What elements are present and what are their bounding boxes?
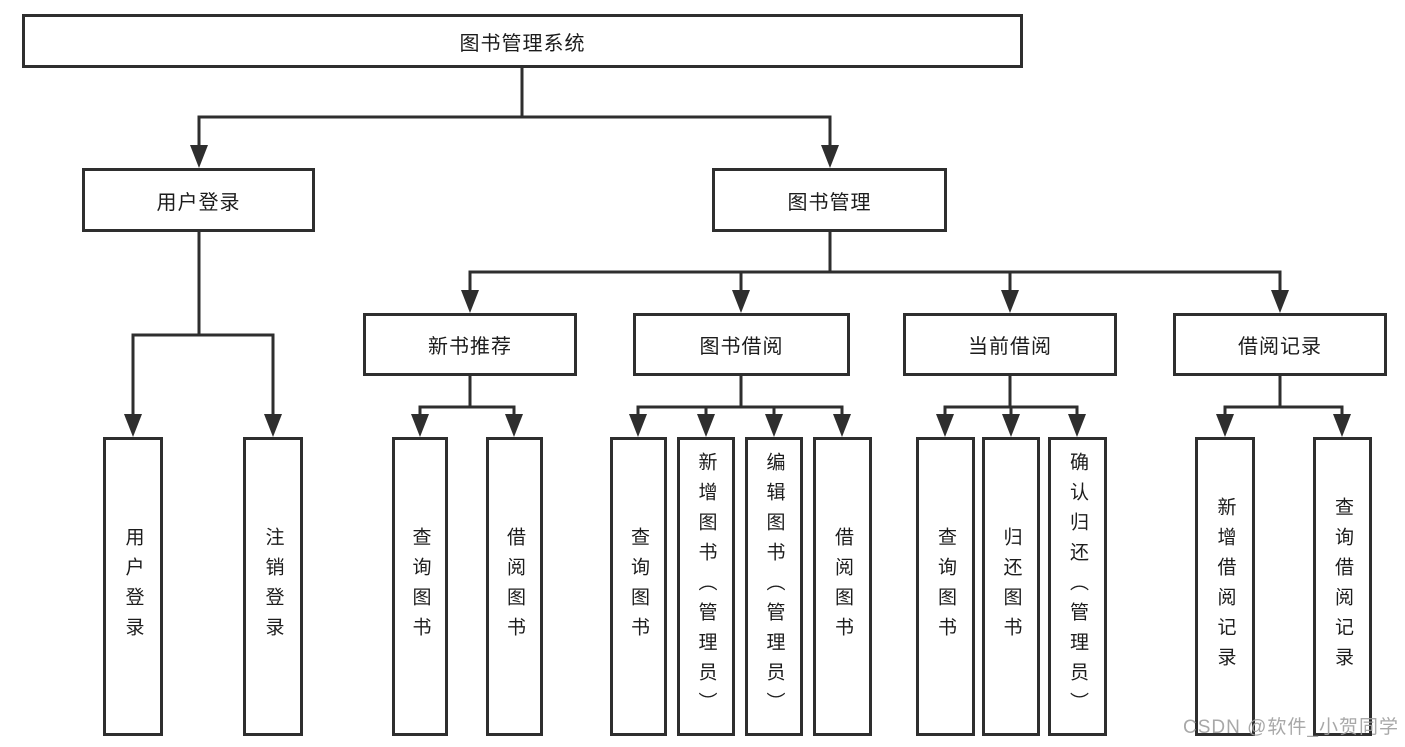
- leaf-query-books-recommend: 查询图书: [392, 437, 448, 736]
- node-current-borrowing: 当前借阅: [903, 313, 1117, 376]
- leaf-confirm-return-admin: 确认归还（管理员）: [1048, 437, 1107, 736]
- node-book-management: 图书管理: [712, 168, 947, 232]
- leaf-borrow-books-recommend: 借阅图书: [486, 437, 543, 736]
- leaf-logout: 注销登录: [243, 437, 303, 736]
- node-borrowing-records: 借阅记录: [1173, 313, 1387, 376]
- leaf-return-books: 归还图书: [982, 437, 1040, 736]
- leaf-add-books-admin: 新增图书（管理员）: [677, 437, 735, 736]
- node-user-login: 用户登录: [82, 168, 315, 232]
- watermark: CSDN @软件_小贺同学: [1183, 717, 1399, 738]
- node-book-borrowing: 图书借阅: [633, 313, 850, 376]
- leaf-query-books-current: 查询图书: [916, 437, 975, 736]
- leaf-edit-books-admin: 编辑图书（管理员）: [745, 437, 803, 736]
- leaf-user-login: 用户登录: [103, 437, 163, 736]
- leaf-add-borrow-record: 新增借阅记录: [1195, 437, 1255, 736]
- leaf-query-books-borrowing: 查询图书: [610, 437, 667, 736]
- node-new-book-recommend: 新书推荐: [363, 313, 577, 376]
- node-root: 图书管理系统: [22, 14, 1023, 68]
- leaf-borrow-books-borrowing: 借阅图书: [813, 437, 872, 736]
- leaf-query-borrow-record: 查询借阅记录: [1313, 437, 1372, 736]
